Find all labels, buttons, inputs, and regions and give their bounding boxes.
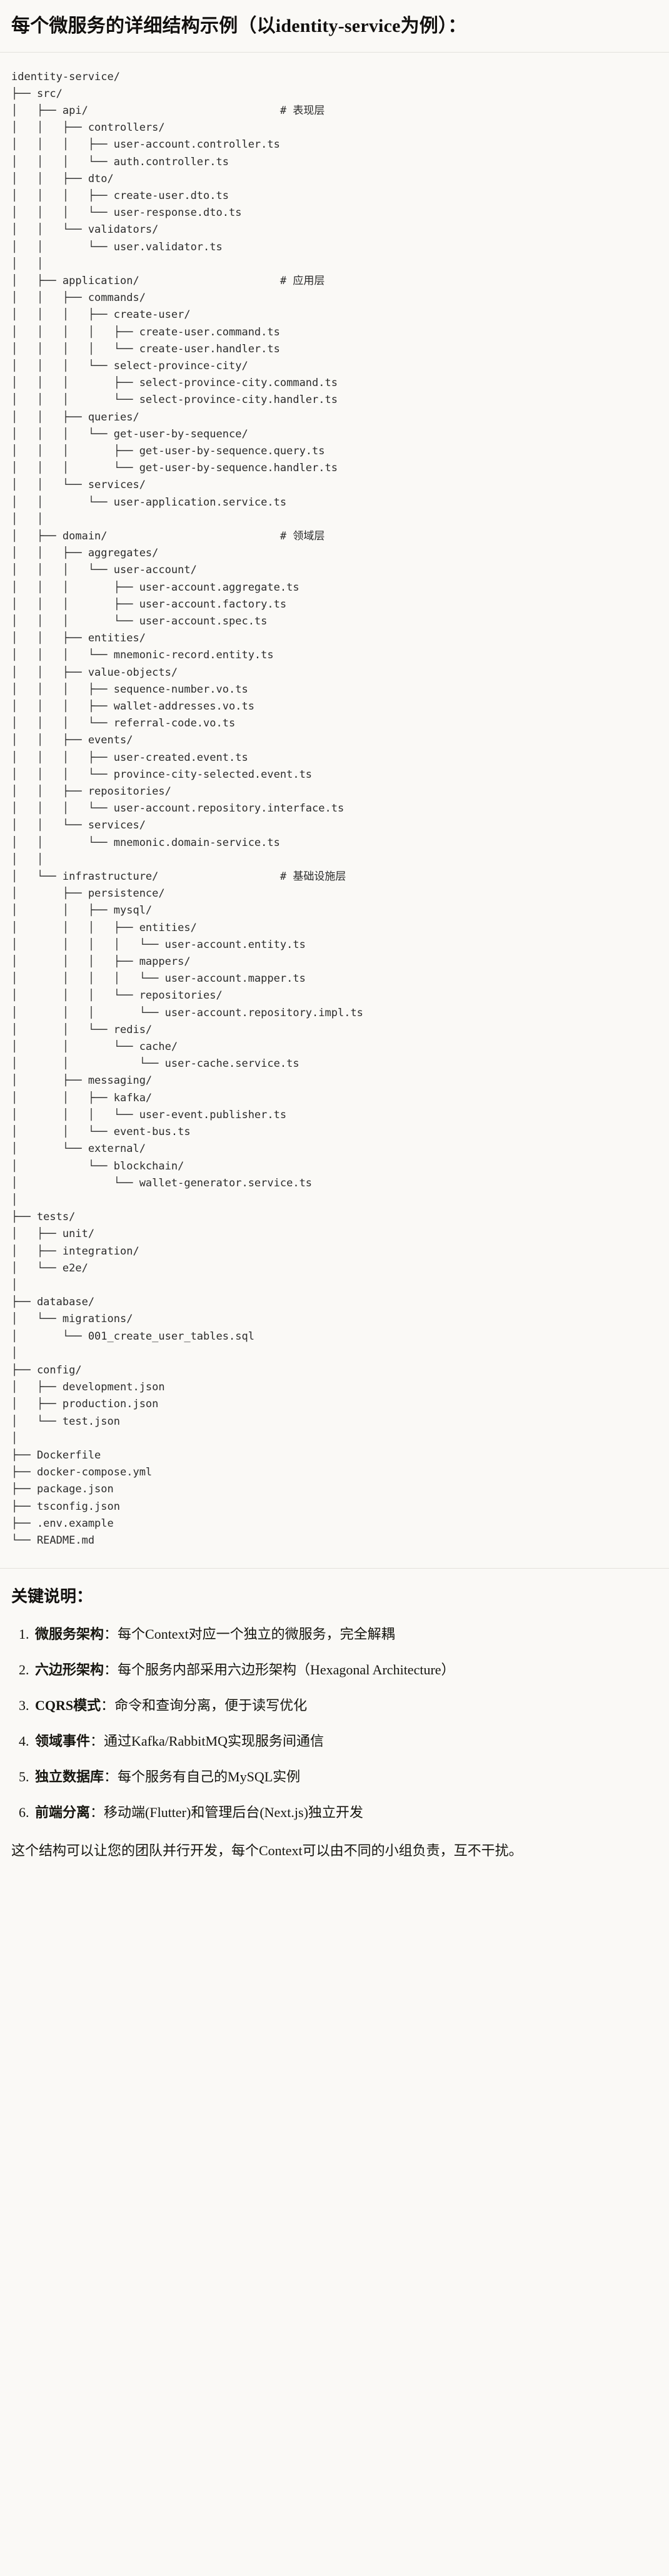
- closing-paragraph: 这个结构可以让您的团队并行开发，每个Context可以由不同的小组负责，互不干扰…: [11, 1842, 523, 1858]
- document-header: 每个微服务的详细结构示例（以identity-service为例）：: [0, 0, 669, 53]
- list-item: 前端分离：移动端(Flutter)和管理后台(Next.js)独立开发: [33, 1802, 658, 1823]
- note-term: 六边形架构: [35, 1662, 104, 1678]
- list-item: CQRS模式：命令和查询分离，便于读写优化: [33, 1695, 658, 1716]
- note-term: 独立数据库: [35, 1769, 104, 1785]
- document-page: 每个微服务的详细结构示例（以identity-service为例）： ident…: [0, 0, 669, 1880]
- list-item: 微服务架构：每个Context对应一个独立的微服务，完全解耦: [33, 1624, 658, 1645]
- list-item: 独立数据库：每个服务有自己的MySQL实例: [33, 1766, 658, 1788]
- note-desc: ：移动端(Flutter)和管理后台(Next.js)独立开发: [90, 1805, 363, 1821]
- note-desc: ：每个服务内部采用六边形架构（Hexagonal Architecture）: [104, 1662, 455, 1678]
- key-notes-list: 微服务架构：每个Context对应一个独立的微服务，完全解耦 六边形架构：每个服…: [11, 1624, 658, 1824]
- note-term: 领域事件: [35, 1733, 91, 1749]
- note-desc: ：每个Context对应一个独立的微服务，完全解耦: [104, 1626, 395, 1642]
- note-desc: ：通过Kafka/RabbitMQ实现服务间通信: [90, 1733, 324, 1749]
- note-desc: ：命令和查询分离，便于读写优化: [101, 1698, 308, 1714]
- list-item: 领域事件：通过Kafka/RabbitMQ实现服务间通信: [33, 1731, 658, 1752]
- note-term: CQRS模式: [35, 1698, 101, 1714]
- page-title: 每个微服务的详细结构示例（以identity-service为例）：: [11, 16, 467, 36]
- key-notes-block: 关键说明： 微服务架构：每个Context对应一个独立的微服务，完全解耦 六边形…: [0, 1569, 669, 1880]
- list-item: 六边形架构：每个服务内部采用六边形架构（Hexagonal Architectu…: [33, 1659, 658, 1681]
- note-term: 微服务架构: [35, 1626, 104, 1642]
- directory-tree: identity-service/ ├── src/ │ ├── api/ # …: [11, 70, 363, 1547]
- key-notes-title: 关键说明：: [11, 1587, 93, 1606]
- directory-tree-block: identity-service/ ├── src/ │ ├── api/ # …: [0, 52, 669, 1569]
- note-desc: ：每个服务有自己的MySQL实例: [104, 1769, 301, 1785]
- note-term: 前端分离: [35, 1805, 91, 1821]
